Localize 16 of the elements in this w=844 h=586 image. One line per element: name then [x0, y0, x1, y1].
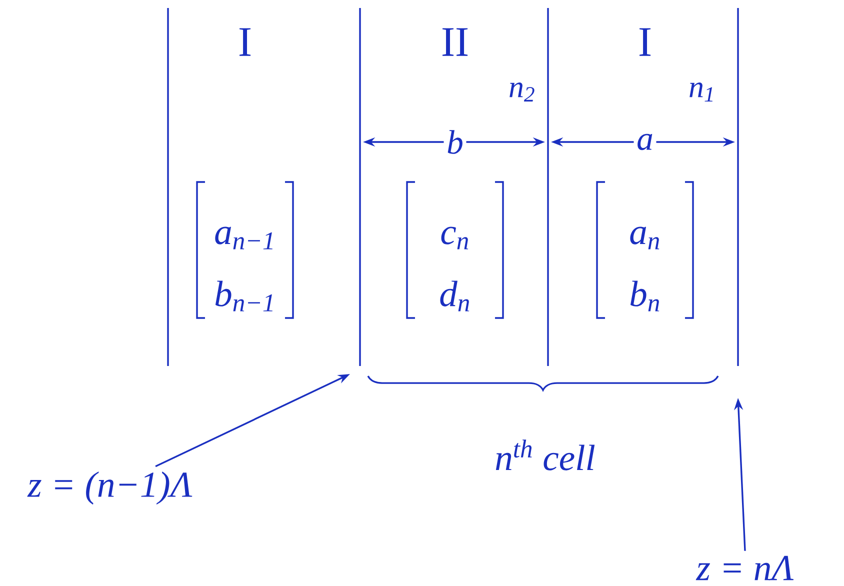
layer-label: II [442, 28, 468, 56]
vector-entry: b$_{n}$ [630, 280, 660, 312]
thickness-label: b [444, 127, 466, 157]
cell-label: n$^{th}$ cell [496, 440, 595, 470]
thickness-label: a [634, 131, 656, 153]
vector-entry: a$_{n}$ [630, 226, 660, 250]
vector-entry: a$_{n−1}$ [215, 226, 272, 250]
vector-entry: c$_{n}$ [441, 226, 468, 250]
refractive-index-label: n$_{1}$ [690, 82, 712, 102]
position-label: z = nΛ [696, 556, 794, 580]
vector-entry: b$_{n−1}$ [215, 280, 272, 312]
position-label: z = (n−1)Λ [27, 471, 192, 505]
layer-label: I [240, 28, 251, 56]
layer-label: I [640, 28, 651, 56]
vector-entry: d$_{n}$ [440, 280, 470, 312]
refractive-index-label: n$_{2}$ [510, 82, 534, 102]
